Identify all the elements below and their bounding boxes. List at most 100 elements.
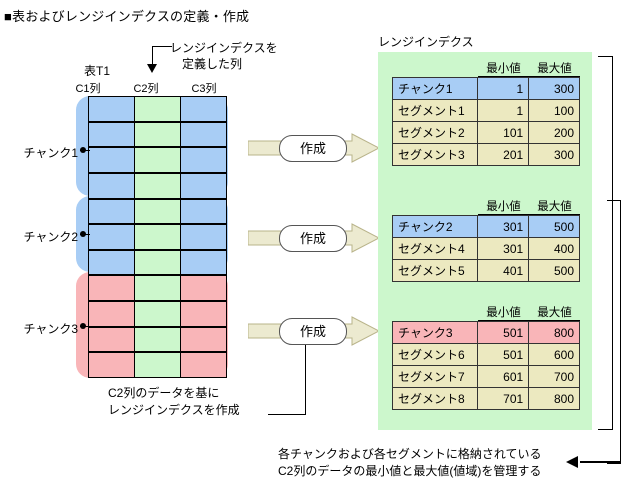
- range-index-min-cell: 1: [477, 99, 530, 122]
- down-arrow-icon: [147, 64, 157, 73]
- table-cell-c1: [88, 96, 135, 122]
- table-row: [88, 121, 228, 148]
- page-title: ■表およびレンジインデクスの定義・作成: [4, 9, 250, 24]
- table-cell-c1: [88, 172, 135, 199]
- table-cell-c1: [88, 121, 135, 148]
- table-cell-c3: [180, 326, 227, 353]
- table-cell-c2: [134, 249, 181, 276]
- chunk-label-3: チャンク3: [23, 322, 78, 336]
- range-index-max-cell: 500: [528, 215, 580, 238]
- indexed-column-leader-horizontal: [152, 46, 172, 47]
- bottom-caption: 各チャンクおよび各セグメントに格納されている C2列のデータの最小値と最大値(値…: [278, 446, 542, 480]
- range-index-header-row: 最小値最大値: [392, 60, 580, 77]
- table-cell-c3: [180, 96, 227, 122]
- range-index-min-cell: 301: [477, 215, 530, 238]
- range-index-min-cell: 601: [477, 365, 530, 388]
- table-cell-c3: [180, 147, 227, 173]
- caption-bracket-stem: [580, 461, 620, 463]
- column-header-c3: C3列: [191, 83, 217, 95]
- range-index-name-cell: セグメント5: [391, 259, 479, 282]
- range-index-header-min: 最小値: [478, 60, 529, 77]
- range-index-name-cell: チャンク2: [391, 215, 479, 238]
- table-cell-c3: [180, 249, 227, 276]
- bottom-caption-line1: 各チャンクおよび各セグメントに格納されている: [278, 447, 542, 461]
- range-index-min-cell: 501: [477, 321, 530, 344]
- range-index-min-cell: 701: [477, 387, 530, 410]
- table-row: [88, 301, 228, 327]
- chunk-label-2: チャンク2: [23, 230, 78, 244]
- range-index-name-cell: セグメント1: [391, 99, 479, 122]
- range-index-max-cell: 800: [528, 321, 580, 344]
- create-index-leader-horizontal: [268, 414, 306, 415]
- range-index-max-cell: 600: [528, 343, 580, 366]
- column-header-c1: C1列: [75, 83, 101, 95]
- range-index-min-cell: 301: [477, 237, 530, 260]
- table-row: [88, 275, 228, 302]
- table-cell-c1: [88, 326, 135, 353]
- range-index-header-min: 最小値: [478, 304, 529, 321]
- range-index-min-cell: 201: [477, 143, 530, 166]
- table-row: [88, 172, 228, 199]
- range-index-name-cell: セグメント3: [391, 143, 479, 166]
- table-cell-c3: [180, 121, 227, 148]
- range-index-header-max: 最大値: [529, 60, 580, 77]
- range-index-title: レンジインデクス: [378, 35, 474, 49]
- table-cell-c1: [88, 352, 135, 378]
- left-arrow-icon: [566, 456, 578, 468]
- indexed-column-note: レンジインデクスを 定義した列: [170, 40, 278, 72]
- range-index-header-min: 最小値: [478, 198, 529, 215]
- create-index-note: C2列のデータを基に レンジインデクスを作成: [108, 385, 240, 419]
- range-index-header-row: 最小値最大値: [392, 304, 580, 321]
- table-cell-c2: [134, 96, 181, 122]
- table-row: [88, 352, 228, 378]
- segment-scope-bracket: [598, 56, 613, 430]
- create-arrow-2: 作成: [248, 223, 380, 253]
- bottom-caption-line2: C2列のデータの最小値と最大値(値域)を管理する: [278, 464, 542, 478]
- table-cell-c1: [88, 198, 135, 225]
- range-index-max-cell: 400: [528, 237, 580, 260]
- create-index-leader-vertical: [305, 341, 306, 415]
- range-index-header-spacer: [392, 304, 478, 321]
- table-cell-c2: [134, 352, 181, 378]
- create-index-note-line2: レンジインデクスを作成: [108, 403, 240, 417]
- range-index-name-cell: セグメント4: [391, 237, 479, 260]
- table-cell-c2: [134, 172, 181, 199]
- column-header-c2: C2列: [133, 83, 159, 95]
- table-cell-c3: [180, 275, 227, 302]
- table-cell-c2: [134, 326, 181, 353]
- chunk-leader-dot-3: [80, 323, 86, 329]
- create-arrow-label-1: 作成: [279, 135, 347, 162]
- table-cell-c3: [180, 224, 227, 250]
- range-index-min-cell: 501: [477, 343, 530, 366]
- table-cell-c3: [180, 172, 227, 199]
- table-grid: [88, 96, 228, 378]
- table-cell-c1: [88, 249, 135, 276]
- chunk-label-1: チャンク1: [23, 146, 78, 160]
- range-index-header-spacer: [392, 60, 478, 77]
- range-index-max-cell: 300: [528, 77, 580, 100]
- indexed-column-note-line2: 定義した列: [182, 57, 243, 71]
- range-index-name-cell: チャンク1: [391, 77, 479, 100]
- table-cell-c2: [134, 275, 181, 302]
- table-cell-c3: [180, 198, 227, 225]
- table-cell-c3: [180, 352, 227, 378]
- create-index-note-line1: C2列のデータを基に: [108, 386, 220, 400]
- table-cell-c1: [88, 301, 135, 327]
- range-index-max-cell: 800: [528, 387, 580, 410]
- table-cell-c3: [180, 301, 227, 327]
- range-index-header-max: 最大値: [529, 304, 580, 321]
- table-row: [88, 198, 228, 225]
- range-index-max-cell: 200: [528, 121, 580, 144]
